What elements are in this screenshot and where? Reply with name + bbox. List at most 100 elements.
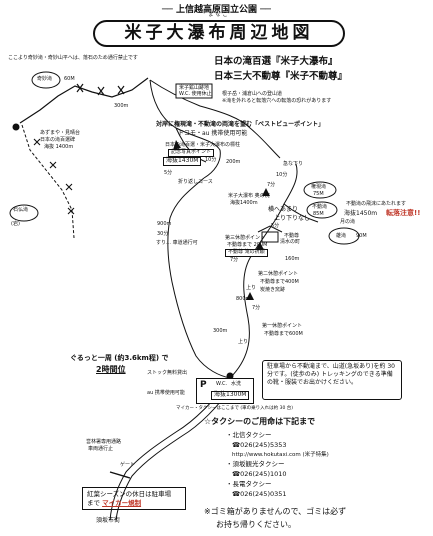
photo-point-label: 記念写真ポイント bbox=[168, 149, 215, 157]
au-phone-note: au 携帯使用可能 bbox=[147, 390, 185, 396]
checkpoint-3-distance: 不動尊まで 200M bbox=[227, 242, 268, 248]
parking-box[interactable]: P W.C. 水洗 海抜1300M bbox=[196, 378, 254, 404]
otake-height: 90M bbox=[356, 233, 367, 239]
autumn-traffic-warning: 紅葉シーズンの休日は駐車場 まで マイカー規制 bbox=[82, 487, 186, 510]
warning-line2: まで マイカー規制 bbox=[87, 499, 181, 508]
elevation-1450m: 海抜1450m bbox=[344, 210, 378, 217]
flat-path-sub: 上り下りなし bbox=[274, 215, 311, 222]
fudo-falls-height: 85M bbox=[313, 211, 324, 217]
checkpoint-1-distance: 不動尊まで600M bbox=[264, 331, 303, 337]
parking-elevation: 海抜1300M bbox=[211, 391, 250, 400]
suzaka-city-direction: 須坂市街 bbox=[96, 517, 121, 524]
temple-marker bbox=[257, 225, 283, 243]
trash-note-line1: ※ゴミ箱がありませんので、ゴミは必ず bbox=[204, 507, 347, 516]
sacred-trail-note: ※滝を外れると転落穴への転落の恐れがあります bbox=[222, 98, 332, 104]
forestry-road-closed: 車両通行止 bbox=[88, 446, 114, 452]
time-30min: 30分 bbox=[157, 231, 169, 237]
gate-label: ゲート bbox=[120, 462, 136, 468]
checkpoint-2-note: 炭焼き窯跡 bbox=[260, 287, 286, 293]
parking-icon: P bbox=[200, 380, 207, 390]
sacred-trail-label: 根子岳・浦倉山への登山道 bbox=[222, 91, 283, 97]
inner-shrine-label: 米子大瀑布 奥の院 bbox=[228, 193, 270, 199]
kiyomizu-label: 清水の町 bbox=[280, 239, 301, 245]
mine-ruins-wc: W.C. 使用休止 bbox=[179, 91, 212, 97]
gongen-falls-height: 75M bbox=[313, 191, 324, 197]
falls-signpost-label: 日本の滝百選・米子大瀑布の標柱 bbox=[165, 142, 241, 148]
rockfall-warning: 転落注意!! bbox=[386, 209, 421, 217]
warning-line2-prefix: まで bbox=[87, 498, 100, 507]
fudo-spray-note: 不動滝の飛沫にあたれます bbox=[346, 201, 407, 207]
fudoson-temple-label: 不動尊 bbox=[284, 233, 300, 239]
otake-label: 雄滝 bbox=[336, 233, 347, 239]
distance-200m: 200m bbox=[226, 159, 241, 165]
map-title-frame: よなこ 米子大瀑布周辺地図 bbox=[93, 12, 345, 47]
headline-line2: 日本三大不動尊『米子不動尊』 bbox=[214, 71, 348, 82]
distance-160m: 160m bbox=[285, 256, 300, 262]
taxi-1-name: ・北信タクシー bbox=[226, 431, 272, 439]
route-arrows bbox=[173, 140, 270, 300]
loop-distance-note: ぐるっと一周 (約3.6km程) で bbox=[70, 354, 169, 362]
best-viewpoint-label: 対岸に権現滝・不動滝の両滝を望む「ベストビューポイント」 bbox=[156, 121, 325, 128]
toilet-type: 水洗 bbox=[231, 381, 242, 387]
taxi-1-phone[interactable]: ☎026(245)5353 bbox=[232, 441, 287, 449]
taxi-3-name: ・長電タクシー bbox=[226, 480, 272, 488]
park-name: ── 上信越高原国立公園 ── bbox=[162, 5, 271, 15]
checkpoint-2-distance: 不動尊まで400M bbox=[260, 279, 299, 285]
trail-access-note: 駐車場から不動滝まで、山道(急坂あり)を約 30 分です。(徒歩のみ) トレッキ… bbox=[262, 360, 402, 400]
closed-trail bbox=[19, 77, 149, 124]
time-5min-left: 5分 bbox=[164, 170, 173, 176]
gate-marker bbox=[109, 471, 131, 479]
trash-note-line2: お持ち帰りください。 bbox=[216, 520, 296, 529]
flat-path-label: 横へあまり bbox=[268, 206, 299, 213]
distance-300m-bottom: 300m bbox=[213, 328, 228, 334]
left-trail-x-marks bbox=[33, 138, 75, 215]
elevation-1400m: 海抜1400m bbox=[230, 200, 258, 206]
closed-trail-x-marks bbox=[76, 83, 125, 96]
moon-falls-label: 月の滝 bbox=[340, 219, 356, 225]
headline-line1: 日本の滝百選『米子大瀑布』 bbox=[214, 56, 338, 67]
taxi-3-phone[interactable]: ☎026(245)0351 bbox=[232, 490, 287, 498]
taxi-1-url[interactable]: http://www.hokutaxi.com (米子特集) bbox=[232, 452, 329, 458]
ishibotoke-falls-sub: (岩) bbox=[11, 221, 20, 227]
kimyo-falls-label: 奇妙滝 bbox=[37, 76, 53, 82]
left-shelter-label: あずまや・見晴台 bbox=[40, 130, 81, 136]
taxi-2-phone[interactable]: ☎026(245)1010 bbox=[232, 470, 287, 478]
viewpoint-phone-note: ドコモ・au 携帯使用可能 bbox=[178, 130, 248, 137]
time-7min-a: 7分 bbox=[267, 182, 276, 188]
left-shelter-sub: 日本の滝百選碑 bbox=[40, 137, 76, 143]
toilet-label: W.C. bbox=[216, 381, 228, 387]
ishibotoke-falls-label: 石仏滝 bbox=[13, 207, 29, 213]
vehicle-road-note: すり… 車道通行可 bbox=[156, 240, 198, 246]
switchback-course-label: 折り返しコース bbox=[178, 179, 213, 185]
gongen-falls-label: 権現滝 bbox=[311, 184, 327, 190]
time-7min-b: 7分 bbox=[230, 257, 239, 263]
steep-descent-label: 急な下り bbox=[283, 161, 304, 167]
map-title: 米子大瀑布周辺地図 bbox=[124, 23, 314, 43]
checkpoint-3-label: 第三休憩ポイント bbox=[225, 235, 266, 241]
parking-caption: マイカー・タクシーはここまで (車の乗り入れは約 30 台) bbox=[176, 406, 294, 411]
left-shelter-elev: 海抜 1400m bbox=[44, 144, 74, 150]
left-trail bbox=[21, 124, 75, 239]
warning-car-restriction: マイカー規制 bbox=[102, 498, 142, 507]
ascent-mark-1: 上り bbox=[246, 285, 257, 291]
fudo-falls-label: 不動滝 bbox=[312, 204, 328, 210]
time-10min-top: 10分 bbox=[205, 157, 217, 163]
closed-trail-notice: ここより奇妙滝・奇妙山平へは、落石のため通行禁止です bbox=[8, 55, 138, 61]
warning-line1: 紅葉シーズンの休日は駐車場 bbox=[87, 490, 172, 498]
elevation-1430m: 海抜1430M bbox=[163, 157, 202, 166]
waterfall-markers bbox=[9, 71, 360, 245]
checkpoint-2-label: 第二休憩ポイント bbox=[258, 271, 299, 277]
title-ruby: よなこ bbox=[208, 12, 230, 18]
right-loop-trail bbox=[229, 163, 319, 379]
checkpoint-1-label: 第一休憩ポイント bbox=[262, 323, 303, 329]
time-7min-c: 7分 bbox=[252, 305, 261, 311]
taxi-2-name: ・須坂観光タクシー bbox=[226, 460, 285, 468]
time-10min-right: 10分 bbox=[276, 172, 288, 178]
checkpoint-3-note: 不動尊 滝の祈願 bbox=[225, 249, 268, 257]
distance-800m: 800m bbox=[236, 296, 251, 302]
distance-900m: 900m bbox=[157, 221, 172, 227]
forestry-road-label: 営林署専用通路 bbox=[86, 439, 122, 445]
shelter-markers bbox=[12, 83, 234, 380]
distance-300m-top: 300m bbox=[114, 103, 129, 109]
